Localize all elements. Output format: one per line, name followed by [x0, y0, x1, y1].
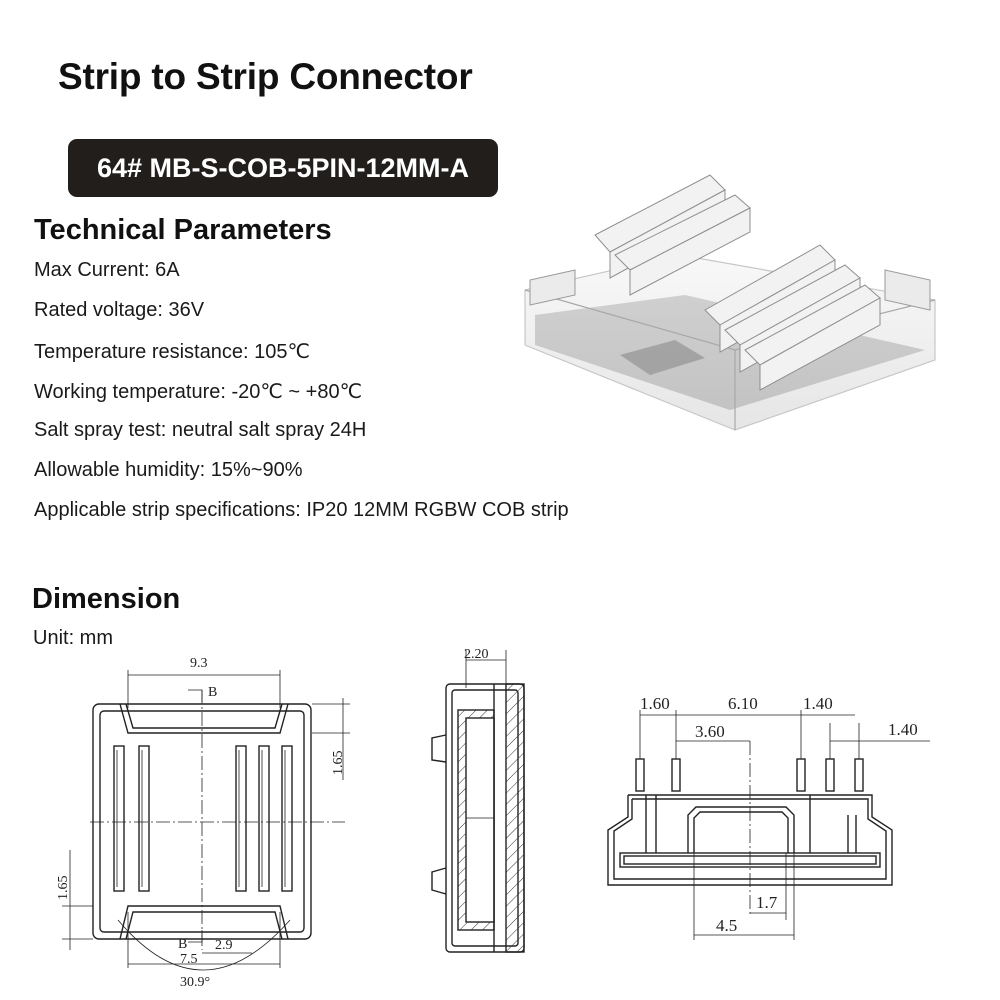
dim-pin-gap-2: 1.40 [888, 720, 918, 739]
section-label-bottom: B [178, 937, 187, 952]
param-rated-voltage: Rated voltage: 36V [34, 299, 205, 321]
param-salt-spray: Salt spray test: neutral salt spray 24H [34, 419, 367, 441]
dim-slot-width: 4.5 [716, 916, 737, 935]
dim-width-bottom: 7.5 [180, 952, 198, 967]
side-view-drawing: 2.20 [431, 647, 525, 953]
top-view-drawing: 9.3 B 1.65 1.65 B 2.9 7.5 30.9° [56, 656, 350, 990]
technical-heading: Technical Parameters [34, 214, 332, 246]
dim-slot-offset: 1.7 [756, 893, 778, 912]
dim-center-offset: 3.60 [695, 722, 725, 741]
page-title: Strip to Strip Connector [58, 56, 473, 97]
dim-angle: 30.9° [180, 975, 210, 990]
connector-product-image [524, 174, 936, 431]
dim-offset: 2.9 [215, 938, 233, 953]
dimension-heading: Dimension [32, 583, 181, 615]
dim-height-right: 1.65 [331, 751, 346, 776]
model-badge: 64# MB-S-COB-5PIN-12MM-A [68, 139, 498, 197]
param-temperature-resistance: Temperature resistance: 105℃ [34, 341, 310, 363]
dim-thickness: 2.20 [464, 647, 489, 662]
front-view-drawing: 1.60 6.10 1.40 1.40 3.60 1.7 4.5 [607, 694, 930, 940]
dim-height-left: 1.65 [56, 876, 71, 901]
param-max-current: Max Current: 6A [34, 259, 180, 281]
dim-pin-offset-left: 1.60 [640, 694, 670, 713]
section-label-top: B [208, 685, 217, 700]
unit-label: Unit: mm [33, 627, 113, 649]
param-humidity: Allowable humidity: 15%~90% [34, 459, 303, 481]
dim-pin-gap-1: 1.40 [803, 694, 833, 713]
param-working-temperature: Working temperature: -20℃ ~ +80℃ [34, 381, 363, 403]
dim-width-top: 9.3 [190, 656, 208, 671]
param-strip-spec: Applicable strip specifications: IP20 12… [34, 499, 569, 521]
dim-pin-span: 6.10 [728, 694, 758, 713]
